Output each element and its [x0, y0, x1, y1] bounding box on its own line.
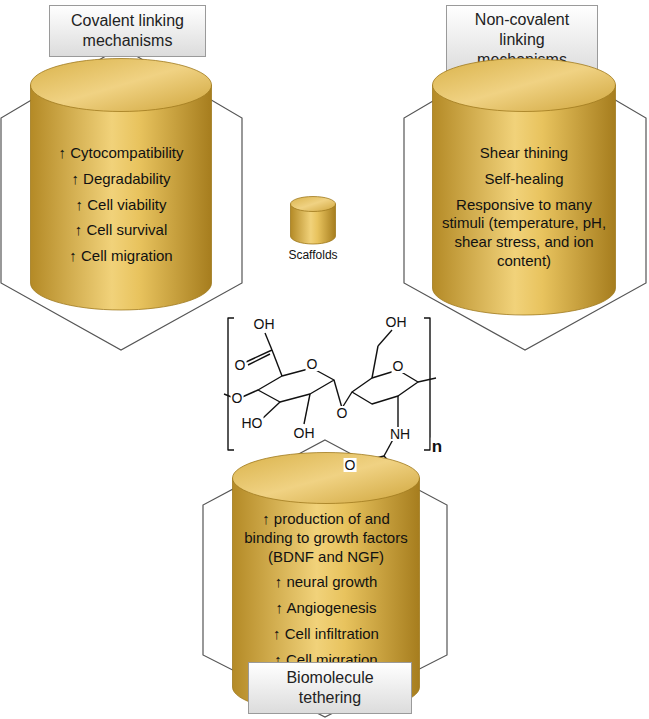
cylinder-text-area: ↑ production of and binding to growth fa… — [232, 452, 420, 686]
scaffold-cylinder: Scaffolds — [290, 196, 336, 244]
property-text: ↑ Degradability — [38, 170, 204, 189]
section-header: Biomolecule tethering — [248, 662, 412, 714]
cylinder-shape — [290, 196, 336, 245]
cylinder-shape — [432, 58, 616, 316]
atom-label: O — [344, 458, 357, 472]
property-text: ↑ Cell migration — [38, 247, 204, 266]
property-text: Shear thining — [440, 144, 608, 163]
hexagon-outlines — [1, 47, 646, 717]
property-text: ↑ Cell viability — [38, 196, 204, 215]
atom-label: OH — [253, 317, 276, 331]
gold-cylinder: Shear thiningSelf-healingResponsive to m… — [432, 58, 616, 315]
atom-label: HO — [241, 416, 264, 430]
property-text: ↑ Cell infiltration — [240, 625, 412, 644]
atom-label: O — [231, 391, 244, 405]
atom-label: NH — [389, 427, 411, 441]
atom-label: O — [306, 357, 319, 371]
cylinder-text-area: ↑ Cytocompatibility ↑ Degradability ↑ Cell… — [30, 58, 212, 283]
gold-cylinder: ↑ Cytocompatibility ↑ Degradability ↑ Cell… — [30, 58, 212, 310]
header-text: Biomolecule tethering — [279, 668, 381, 708]
property-text: ↑ neural growth — [240, 573, 412, 592]
atom-label: OH — [385, 315, 408, 329]
atom-label: O — [234, 358, 247, 372]
scaffold-label: Scaffolds — [270, 248, 356, 262]
atom-label: O — [392, 359, 405, 373]
section-header: Covalent linking mechanisms — [49, 5, 206, 57]
property-text: Responsive to many stimuli (temperature,… — [440, 196, 608, 271]
property-text: ↑ Angiogenesis — [240, 599, 412, 618]
property-text: Self-healing — [440, 170, 608, 189]
repeat-subscript: n — [431, 438, 443, 455]
property-text: ↑ Cell survival — [38, 221, 204, 240]
hyaluronic-acid-structure — [224, 318, 436, 474]
header-text: Covalent linking mechanisms — [64, 11, 191, 51]
atom-label: OH — [293, 426, 316, 440]
atom-label: O — [336, 406, 349, 420]
property-text: ↑ production of and binding to growth fa… — [240, 510, 412, 566]
cylinder-text-area: Shear thiningSelf-healingResponsive to m… — [432, 58, 616, 288]
property-text: ↑ Cytocompatibility — [38, 144, 204, 163]
